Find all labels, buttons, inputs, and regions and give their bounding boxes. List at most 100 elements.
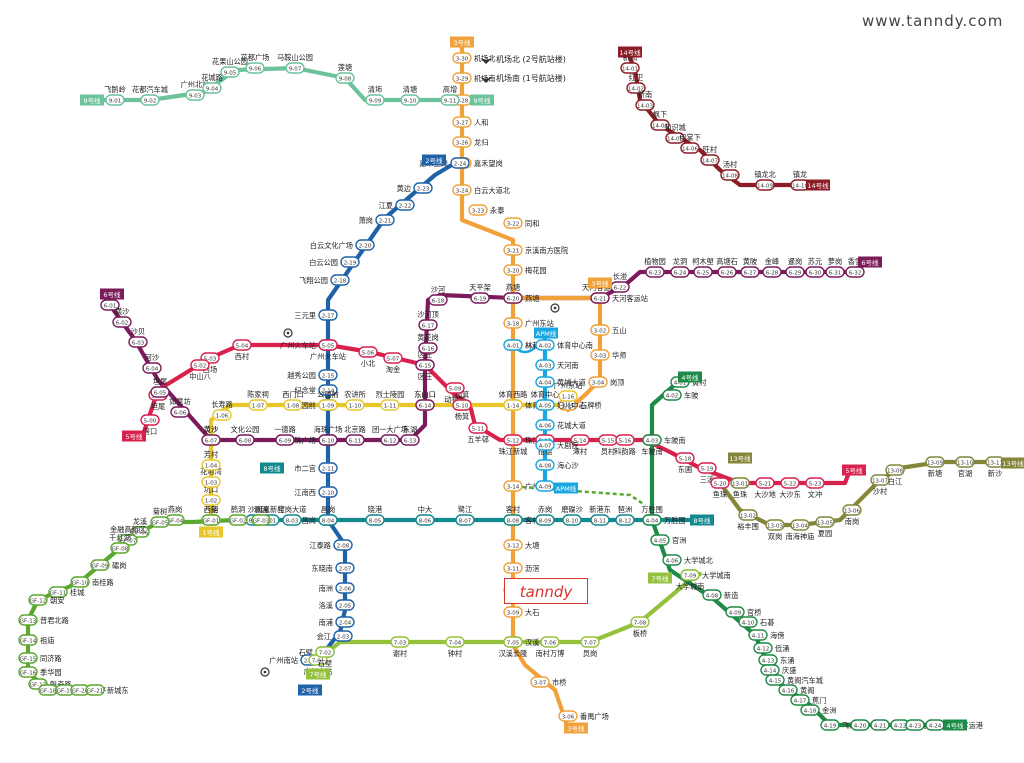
station-5-22[interactable]: 5-22大沙东 — [779, 477, 801, 499]
station-6-13[interactable]: 6-13东湖 — [400, 425, 420, 446]
station-2-04[interactable]: 2-04南浦 — [319, 616, 355, 628]
station-3-03[interactable]: 3-03华师 — [590, 349, 626, 361]
station-6-32[interactable]: 6-32香雪 — [845, 257, 865, 278]
station-5-10[interactable]: 5-10杨箕 — [452, 399, 472, 421]
station-6-07[interactable]: 6-07黄沙 — [201, 425, 221, 446]
station-1-04[interactable]: 1-04芳村 — [201, 450, 221, 471]
station-5-14[interactable]: 5-14潭村 — [570, 434, 590, 456]
station-4-12[interactable]: 4-12低涌 — [753, 642, 789, 654]
station-4-18[interactable]: 4-18金洲 — [800, 704, 836, 716]
station-6-04[interactable]: 6-04河沙 — [142, 353, 162, 374]
station-3-30[interactable]: 3-30机场北 — [452, 52, 496, 64]
station-gf-11[interactable]: GF-11桂城 — [48, 586, 84, 598]
station-14-07[interactable]: 14-07旺村 — [700, 145, 720, 166]
station-gf-03[interactable]: GF-03沙涌 — [251, 505, 271, 526]
station-2-20[interactable]: 2-20白云文化广场 — [310, 239, 375, 251]
station-13-06[interactable]: 13-06南岗 — [842, 504, 862, 526]
station-13-10[interactable]: 13-10官湖 — [955, 456, 975, 478]
station-a-04[interactable]: A-04黄埔大道 — [535, 376, 586, 388]
station-a-08[interactable]: A-08海心沙 — [535, 459, 579, 471]
station-gf-21[interactable]: GF-21新城东 — [85, 684, 129, 696]
station-5-16[interactable]: 5-16科韵路 — [614, 434, 636, 456]
station-1-11[interactable]: 1-11烈士陵园 — [376, 390, 405, 411]
station-9-04[interactable]: 9-04花城路 — [201, 73, 223, 94]
station-8-09[interactable]: 8-09赤岗 — [535, 505, 555, 526]
station-3-07[interactable]: 3-07市桥 — [530, 676, 566, 688]
station-14-03[interactable]: 14-03新南 — [635, 90, 655, 111]
station-6-27[interactable]: 6-27黄陂 — [740, 257, 760, 278]
station-6-17[interactable]: 6-17沙河顶 — [417, 310, 439, 331]
station-5-07[interactable]: 5-07淘金 — [383, 352, 403, 374]
station-7-08[interactable]: 7-08板桥 — [630, 616, 650, 638]
station-5-20[interactable]: 5-20鱼珠 — [710, 477, 730, 499]
station-14-04[interactable]: 14-04枫下 — [650, 110, 670, 131]
station-6-20[interactable]: 6-20燕塘 — [503, 283, 523, 304]
station-8-03[interactable]: 8-03宝岗大道 — [278, 505, 307, 526]
station-4-10[interactable]: 4-10石碁 — [738, 616, 774, 628]
station-gf-15[interactable]: GF-15同济路 — [18, 652, 62, 664]
station-6-11[interactable]: 6-11北京路 — [344, 425, 366, 446]
station-9-07[interactable]: 9-07马鞍山公园 — [277, 53, 313, 74]
station-8-06[interactable]: 8-06中大 — [415, 505, 435, 526]
station-1-08[interactable]: 1-08西门口 — [282, 390, 304, 411]
station-6-22[interactable]: 6-22长湴 — [610, 272, 630, 293]
station-gf-09[interactable]: GF-09礌岗 — [90, 559, 126, 571]
station-9-08[interactable]: 9-08莲塘 — [335, 63, 355, 84]
station-gf-01[interactable]: GF-01西朗 — [201, 505, 221, 526]
station-4-16[interactable]: 4-16黄阁 — [778, 684, 814, 696]
station-3-06[interactable]: 3-06番禺广场 — [558, 710, 609, 722]
station-1-03[interactable]: 1-03花地湾 — [200, 467, 222, 488]
station-2-08[interactable]: 2-08江泰路 — [309, 539, 353, 551]
station-5-19[interactable]: 5-19三溪 — [697, 462, 717, 484]
station-5-23[interactable]: 5-23文冲 — [805, 477, 825, 499]
station-6-19[interactable]: 6-19天平架 — [469, 283, 491, 304]
station-9-09[interactable]: 9-09清㘵 — [365, 85, 385, 106]
station-1-14[interactable]: 1-14体育西路 — [499, 390, 528, 411]
station-2-21[interactable]: 2-21萧岗 — [359, 214, 395, 226]
station-4-06[interactable]: 4-06大学城北 — [662, 554, 713, 566]
station-3-29[interactable]: 3-29机场南 — [452, 72, 496, 84]
station-4-15[interactable]: 4-15黄阁汽车城 — [765, 674, 823, 686]
station-7-03[interactable]: 7-03谢村 — [390, 636, 410, 658]
station-1-02[interactable]: 1-02坑口 — [201, 485, 221, 506]
station-7-07[interactable]: 7-07员岗 — [580, 636, 600, 658]
station-9-10[interactable]: 9-10清塘 — [400, 85, 420, 106]
station-4-04[interactable]: 4-04万胜围 — [642, 514, 686, 526]
station-5-02[interactable]: 5-02中山八 — [189, 359, 211, 381]
station-9-05[interactable]: 9-05花果山公园 — [212, 57, 248, 78]
station-13-07[interactable]: 13-07沙村 — [870, 474, 890, 496]
station-14-06[interactable]: 14-06何棠下 — [679, 133, 701, 154]
station-1-09[interactable]: 1-09公园前 — [317, 390, 339, 411]
station-2-06[interactable]: 2-06南洲 — [319, 582, 355, 594]
station-gf-14[interactable]: GF-14祖庙 — [18, 634, 54, 646]
station-gf-10[interactable]: GF-10南桂路 — [70, 576, 114, 588]
station-gf-02[interactable]: GF-02鹤洞 — [228, 505, 248, 526]
station-1-07[interactable]: 1-07陈家祠 — [247, 390, 269, 411]
station-4-14[interactable]: 4-14庆盛 — [760, 664, 796, 676]
station-13-01[interactable]: 13-01鱼珠 — [730, 477, 750, 499]
station-5-09[interactable]: 5-09动物园 — [444, 382, 466, 404]
station-4-17[interactable]: 4-17蕉门 — [790, 694, 826, 706]
station-5-21[interactable]: 5-21大沙地 — [754, 477, 776, 499]
station-a-05[interactable]: A-05妇儿中心 — [535, 399, 586, 411]
station-a-07[interactable]: A-07大剧院 — [535, 439, 579, 451]
station-2-19[interactable]: 2-19白云公园 — [309, 256, 360, 268]
station-14-08[interactable]: 14-08汤村 — [720, 160, 740, 181]
station-6-24[interactable]: 6-24龙洞 — [670, 257, 690, 278]
station-gf-06[interactable]: GF-06龙溪 — [130, 517, 150, 538]
station-2-15[interactable]: 2-15越秀公园 — [287, 369, 338, 381]
station-3-18[interactable]: 3-18广州东站 — [503, 317, 554, 329]
station-7-05[interactable]: 7-05汉溪长隆 — [499, 636, 529, 658]
station-6-15[interactable]: 6-15区庄 — [415, 350, 435, 371]
station-a-02[interactable]: A-02体育中心南 — [535, 339, 593, 351]
station-6-09[interactable]: 6-09一德路 — [274, 425, 296, 446]
station-9-03[interactable]: 9-03广州北站 — [181, 80, 210, 101]
station-2-18[interactable]: 2-18飞翔公园 — [299, 274, 350, 286]
station-5-00[interactable]: 5-00滘口 — [140, 414, 160, 436]
station-8-11[interactable]: 8-11新港东 — [589, 505, 611, 526]
station-gf-04[interactable]: GF-04燕岗 — [165, 505, 185, 526]
station-5-06[interactable]: 5-06小北 — [358, 346, 378, 368]
station-8-08[interactable]: 8-08客村 — [503, 505, 523, 526]
station-3-12[interactable]: 3-12大塘 — [503, 539, 539, 551]
station-7-06[interactable]: 7-06南村万博 — [536, 636, 565, 658]
